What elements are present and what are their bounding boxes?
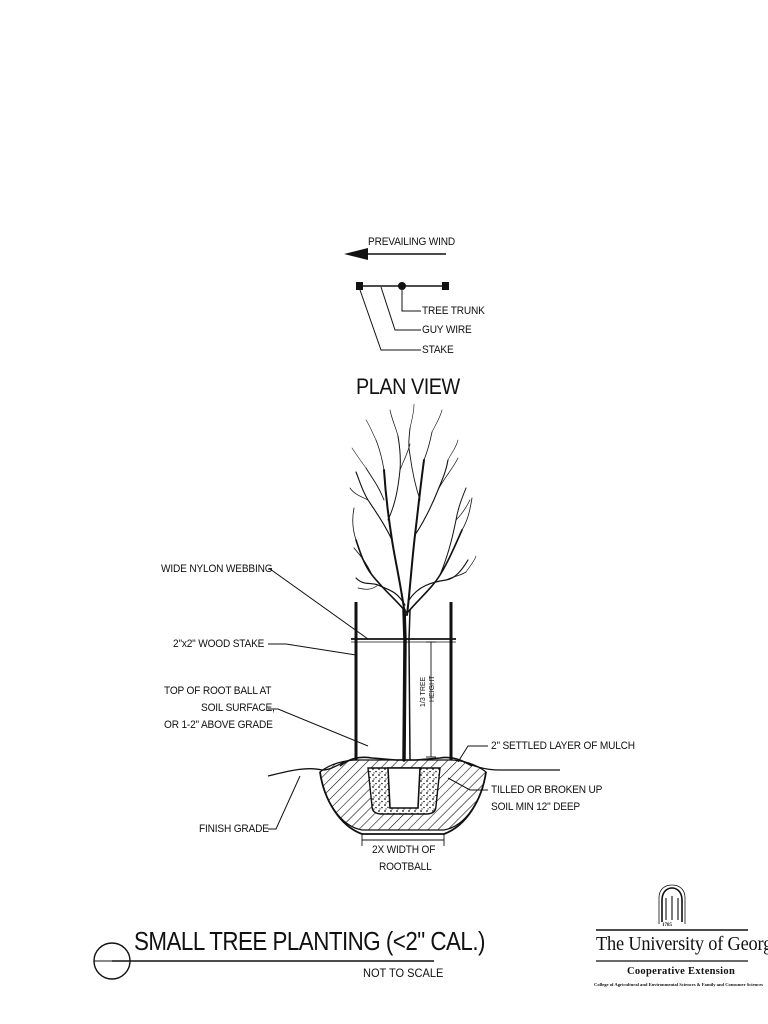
guy-wire-label: GUY WIRE	[422, 324, 472, 336]
plan-view	[344, 248, 449, 351]
mulch	[339, 756, 473, 767]
root-ball-label-1: TOP OF ROOT BALL AT	[164, 685, 272, 697]
plan-view-title: PLAN VIEW	[356, 374, 460, 399]
width-dimension	[361, 834, 445, 846]
stakes	[351, 602, 456, 760]
finish-grade-label: FINISH GRADE	[199, 823, 269, 835]
stake-leader	[359, 289, 421, 351]
trunk-dot	[398, 282, 406, 290]
soil-label-1: TILLED OR BROKEN UP	[491, 784, 603, 796]
college-name: College of Agricultural and Environmenta…	[594, 982, 764, 987]
arch-icon	[661, 887, 683, 922]
height-label-1: 1/3 TREE	[420, 676, 427, 707]
root-hole	[387, 767, 421, 809]
height-label-2: HEIGHT	[429, 675, 436, 702]
height-dimension	[426, 641, 436, 758]
drawing-title: SMALL TREE PLANTING (<2" CAL.)	[134, 926, 485, 956]
logo-year: 1785	[662, 923, 672, 928]
stake-left	[356, 282, 363, 290]
soil-label-2: SOIL MIN 12" DEEP	[491, 801, 580, 813]
wind-label: PREVAILING WIND	[368, 236, 456, 248]
scale-note: NOT TO SCALE	[363, 966, 444, 980]
extension-name: Cooperative Extension	[627, 966, 736, 977]
guy-wire-leader	[380, 286, 421, 331]
title-block	[93, 942, 434, 980]
mulch-label: 2" SETTLED LAYER OF MULCH	[491, 740, 635, 752]
stake-right	[442, 282, 449, 290]
section-leaders	[268, 568, 488, 830]
stake-label: STAKE	[422, 344, 454, 356]
tree	[349, 403, 477, 762]
wind-arrowhead	[344, 248, 368, 260]
width-label-1: 2X WIDTH OF	[372, 844, 436, 856]
university-name: The University of Georgia	[596, 934, 768, 955]
trunk-leader	[401, 290, 421, 312]
root-ball-label-2: SOIL SURFACE,	[201, 702, 275, 714]
wood-stake-label: 2"x2" WOOD STAKE	[173, 638, 265, 650]
planting-pit	[267, 756, 560, 835]
root-ball-label-3: OR 1-2" ABOVE GRADE	[164, 719, 273, 731]
finish-grade	[267, 761, 345, 777]
uga-logo	[596, 884, 748, 962]
trunk-label: TREE TRUNK	[422, 305, 485, 317]
width-label-2: ROOTBALL	[379, 861, 432, 873]
webbing-label: WIDE NYLON WEBBING	[161, 563, 273, 575]
